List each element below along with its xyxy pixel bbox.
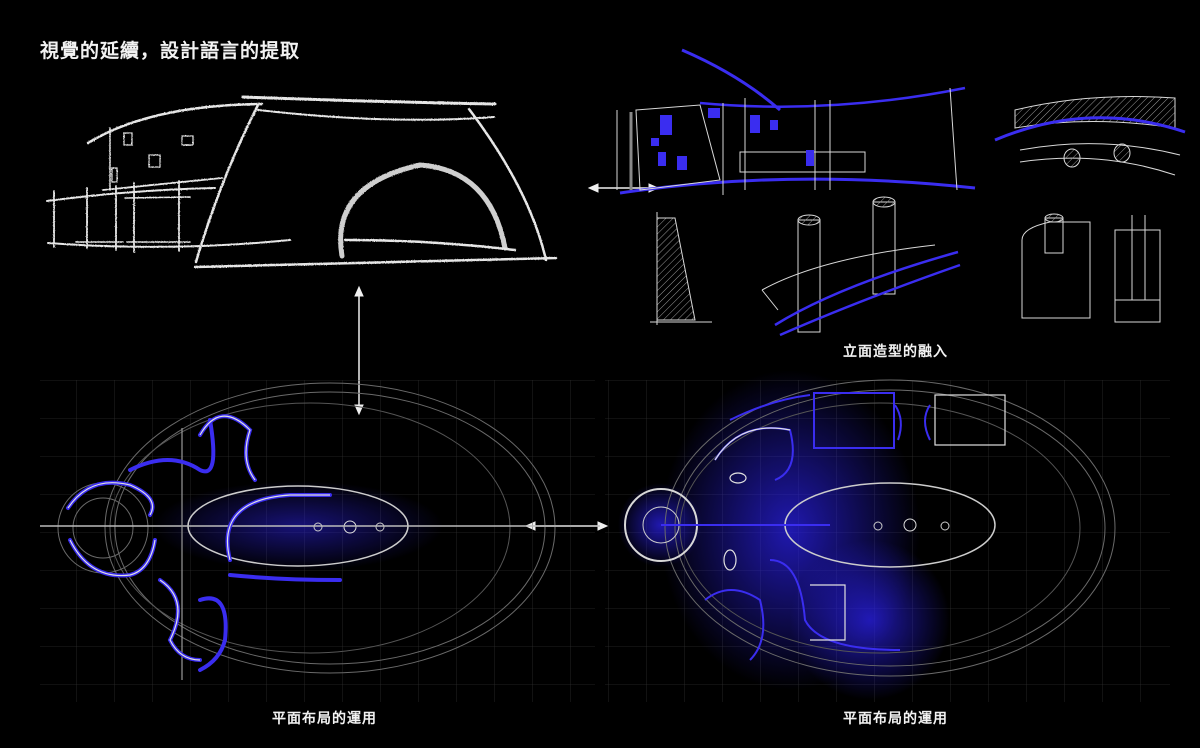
exterior-concept-sketch xyxy=(46,95,558,269)
floor-plan-applied xyxy=(605,370,1170,702)
floor-plan-concept xyxy=(40,380,600,702)
caption-plan-right: 平面布局的運用 xyxy=(843,711,948,727)
caption-plan-left: 平面布局的運用 xyxy=(272,711,377,727)
elevation-sketches xyxy=(616,48,1186,337)
caption-elevation: 立面造型的融入 xyxy=(843,344,948,360)
page-title: 視覺的延續，設計語言的提取 xyxy=(40,40,301,62)
